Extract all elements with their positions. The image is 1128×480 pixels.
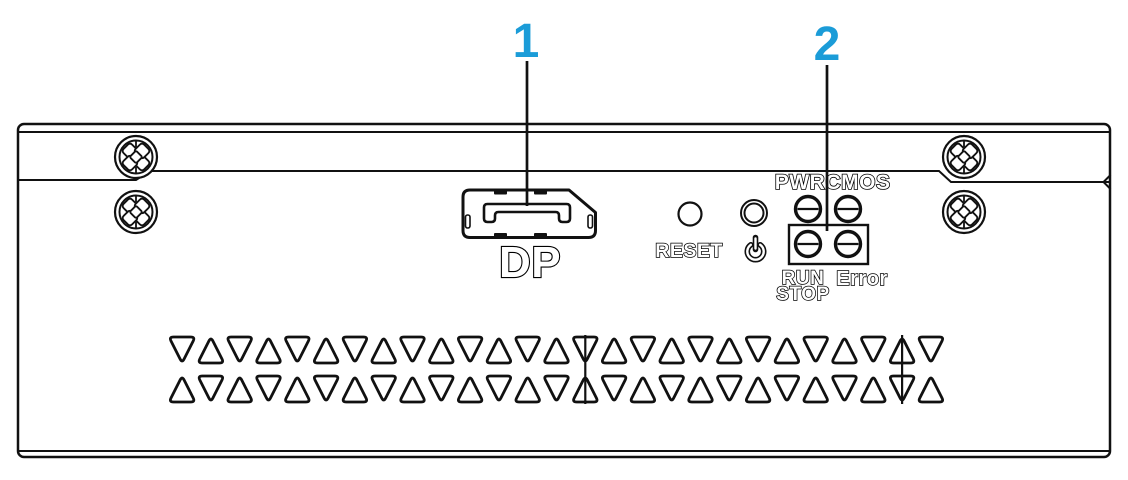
dp-side-tab (464, 214, 471, 229)
vent-seams (584, 335, 904, 404)
led-pwr-label: PWR (775, 171, 826, 194)
dp-notch (534, 189, 547, 195)
vent-row-1 (169, 335, 944, 365)
screw-bottom-left (113, 189, 159, 235)
callout-2-number: 2 (814, 18, 841, 71)
dp-notch (494, 233, 507, 238)
dp-port-label: DP (499, 238, 561, 287)
screw-top-left (113, 134, 159, 180)
dp-outline (461, 188, 597, 239)
vent-row-2 (169, 374, 944, 404)
screw-top-right (941, 134, 987, 180)
displayport-connector (461, 188, 597, 239)
flange-seam (18, 170, 1110, 183)
led-status-box (787, 223, 870, 266)
led-stop-label: STOP (776, 284, 829, 305)
dp-notch (534, 233, 547, 238)
dp-tongue (482, 202, 572, 224)
dp-notch (494, 189, 507, 195)
power-button (740, 199, 768, 227)
dp-side-tab (587, 214, 594, 229)
right-edge-notch (1102, 174, 1112, 190)
led-cmos (833, 194, 863, 224)
led-cmos-label: CMOS (826, 171, 891, 194)
led-error-label: Error (836, 268, 887, 290)
screw-bottom-right (941, 189, 987, 235)
led-run-stop (793, 229, 823, 259)
led-error (833, 229, 863, 259)
led-run-label: RUN (782, 268, 825, 289)
power-icon (744, 234, 767, 263)
reset-button (677, 201, 703, 227)
callout-1-number: 1 (513, 15, 540, 68)
panel-outline (16, 122, 1112, 459)
led-pwr (793, 194, 823, 224)
reset-label: RESET (655, 240, 723, 262)
